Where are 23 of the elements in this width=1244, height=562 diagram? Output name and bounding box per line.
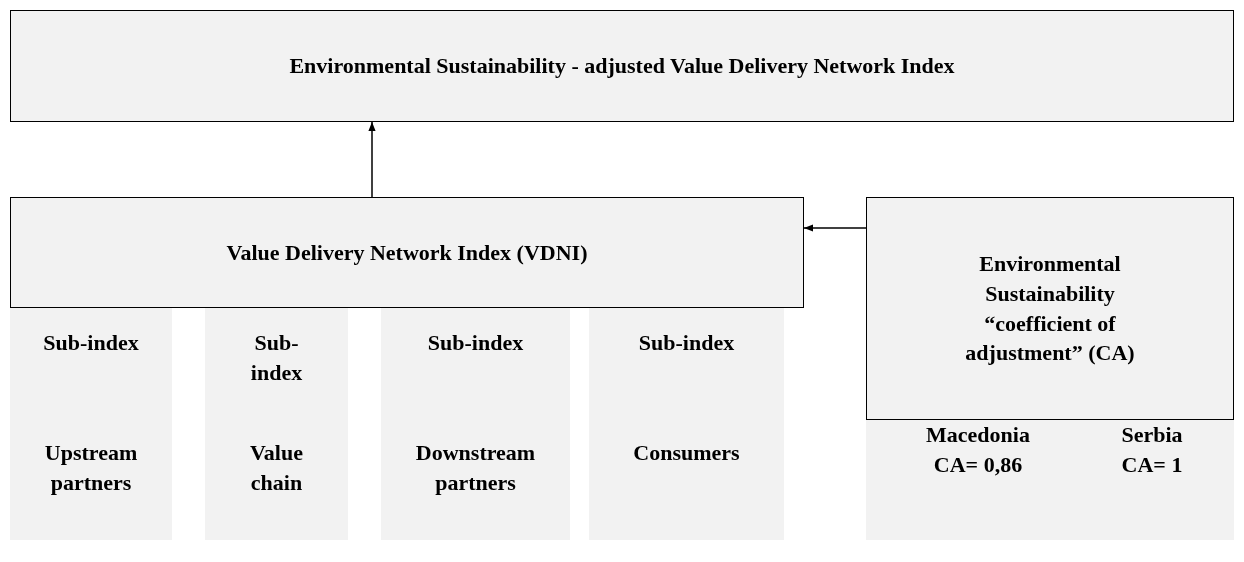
box-title: Environmental Sustainability - adjusted Value Delivery Network Index [289,52,955,81]
arrow [368,121,376,198]
component-label: Value chain [249,439,304,497]
country-panel [866,420,1234,540]
component-label: Consumers [632,439,741,467]
sub-index-panel [589,308,784,540]
sub-index-label: Sub-index [249,329,304,387]
country-coefficient: Serbia CA= 1 [1120,421,1184,479]
sub-index-label: Sub-index [42,329,140,357]
sub-index-panel [10,308,172,540]
country-coefficient: Macedonia CA= 0,86 [925,421,1031,479]
index-box [10,10,1234,122]
sub-index-label: Sub-index [426,329,525,357]
arrow [803,224,867,232]
sub-index-label: Sub-index [637,329,736,357]
box-title: Value Delivery Network Index (VDNI) [226,238,588,267]
sub-index-panel [205,308,348,540]
sub-index-panel [381,308,570,540]
component-label: Upstream partners [43,439,139,497]
index-box [866,197,1234,420]
component-label: Downstream partners [414,439,537,497]
index-box [10,197,804,308]
box-title: Environmental Sustainability “coefficient of adjustment” (CA) [964,250,1136,368]
